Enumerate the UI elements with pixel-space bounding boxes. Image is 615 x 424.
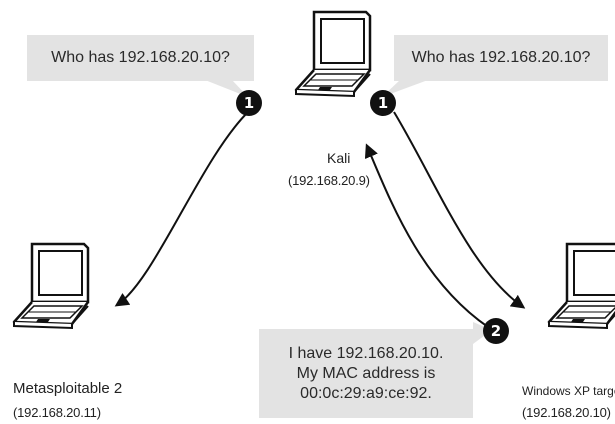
windows-ip-label: (192.168.20.10) [522, 405, 611, 420]
kali-name-label: Kali [327, 150, 351, 166]
arp-request-arrow-left [114, 111, 249, 307]
kali-laptop-icon [294, 10, 372, 98]
bubble-tail-reply [473, 322, 492, 344]
windows-name-label: Windows XP target [522, 384, 615, 398]
metasploitable-ip-label: (192.168.20.11) [13, 405, 101, 420]
step-1-number-right: 1 [377, 94, 389, 112]
metasploitable-laptop-icon [12, 242, 90, 330]
arp-reply-bubble: I have 192.168.20.10. My MAC address is … [259, 329, 473, 418]
arp-reply-line-2: My MAC address is [296, 364, 436, 382]
step-1-number-left: 1 [243, 94, 255, 112]
step-1-badge-left: 1 [236, 90, 262, 116]
metasploitable-name-label: Metasploitable 2 [13, 380, 123, 397]
arp-request-arrow-right [393, 111, 526, 309]
arp-reply-arrow [364, 143, 489, 328]
step-1-badge-right: 1 [370, 90, 396, 116]
arp-request-text-left: Who has 192.168.20.10? [51, 49, 230, 66]
arp-request-text-right: Who has 192.168.20.10? [411, 49, 591, 66]
arp-reply-line-3: 00:0c:29:a9:ce:92. [300, 384, 432, 402]
bubble-tail-left [205, 80, 248, 97]
arp-request-bubble-left: Who has 192.168.20.10? [27, 35, 254, 81]
kali-ip-label: (192.168.20.9) [288, 173, 370, 188]
arp-reply-line-1: I have 192.168.20.10. [288, 344, 444, 362]
windows-laptop-icon [547, 242, 615, 330]
step-2-number: 2 [490, 322, 502, 340]
step-2-badge: 2 [483, 318, 509, 344]
arp-request-bubble-right: Who has 192.168.20.10? [394, 35, 608, 81]
bubble-tail-right [382, 80, 428, 97]
